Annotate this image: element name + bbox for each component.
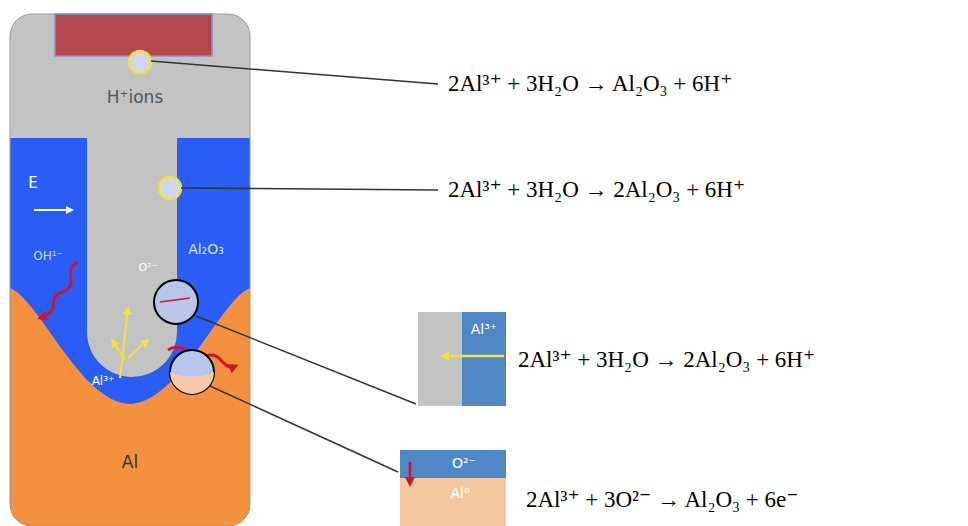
equation: 2Al³⁺ + 3O²⁻ → Al₂O₃ + 6e⁻ [526,487,798,512]
equation: 2Al³⁺ + 3H₂O → 2Al₂O₃ + 6H⁺ [518,347,815,372]
ion-label: Al³⁺ [92,375,115,388]
cell-cross-section [10,14,250,526]
electrolyte-label: H⁺ions [107,88,164,107]
oxide-label: Al₂O₃ [188,242,224,257]
ion-label: O²⁻ [139,262,158,274]
ion-label: OH¹⁻ [33,250,63,263]
inset-oxide-electrolyte: Al³⁺ [418,312,506,406]
inset-ion-label: Al⁰ [450,486,469,501]
electrode [55,14,212,56]
metal-label: Al [122,453,138,472]
inset-ion-label: O²⁻ [452,456,476,471]
inset-oxide-metal: O²⁻ Al⁰ [400,450,506,526]
equation: 2Al³⁺ + 3H₂O → Al₂O₃ + 6H⁺ [448,71,732,96]
field-label: E [28,175,37,192]
inset-ion-label: Al³⁺ [471,322,497,337]
equation: 2Al³⁺ + 3H₂O → 2Al₂O₃ + 6H⁺ [448,177,745,202]
